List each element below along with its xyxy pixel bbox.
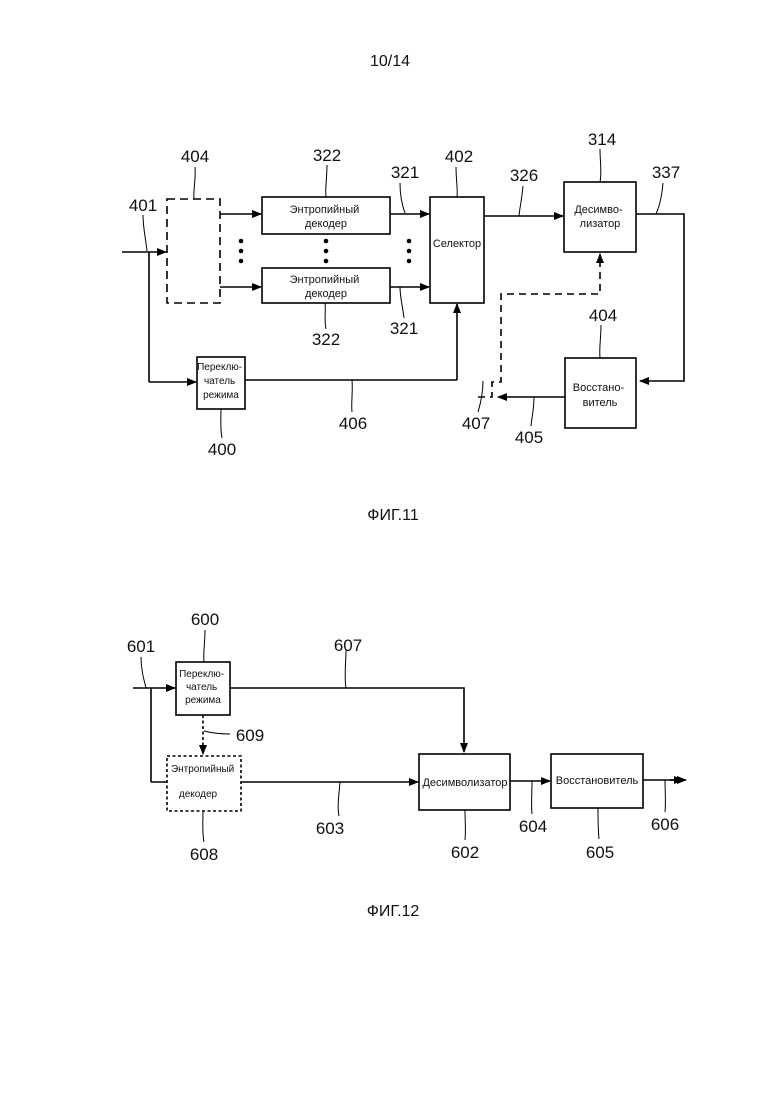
ref-407: 407 — [462, 414, 490, 433]
selector-label: Селектор — [433, 238, 481, 250]
fig12-entropy-decoder-label-2: декодер — [179, 789, 218, 800]
ref-602: 602 — [451, 843, 479, 862]
mode-switch-label-3: режима — [203, 390, 239, 401]
ref-404-top: 404 — [181, 147, 209, 166]
restorer-label-2: витель — [583, 397, 618, 409]
fig11-caption: ФИГ.11 — [367, 507, 419, 524]
entropy-decoder-bottom-label-1: Энтропийный — [290, 274, 360, 286]
fig12-entropy-decoder-label-1: Энтропийный — [171, 764, 234, 775]
ref-604: 604 — [519, 817, 547, 836]
ref-600: 600 — [191, 610, 219, 629]
svg-text:Переклю- чатель ре: Переклю- чатель режима — [179, 669, 227, 706]
mode-switch-label-2: чатель — [204, 376, 235, 387]
entropy-decoder-bottom-label-2: декодер — [305, 288, 347, 300]
desymbolizer-label-2: лизатор — [580, 218, 621, 230]
ref-605: 605 — [586, 843, 614, 862]
ref-400: 400 — [208, 440, 236, 459]
figure-11: Энтропийный декодер Энтропийный декодер … — [122, 130, 684, 524]
mode-switch-label-1: Переклю- — [197, 362, 242, 373]
ellipsis-dots — [239, 239, 412, 264]
ref-603: 603 — [316, 819, 344, 838]
figure-12: Переклю- чатель режима Энтропийный декод… — [127, 610, 686, 920]
line-337-to-restorer — [636, 214, 684, 381]
ref-322-top: 322 — [313, 146, 341, 165]
ref-405: 405 — [515, 428, 543, 447]
ref-404-right: 404 — [589, 306, 617, 325]
svg-text:Переклю- чатель ре: Переклю- чатель режима — [197, 362, 245, 401]
ref-321-bottom: 321 — [390, 319, 418, 338]
page-number: 10/14 — [370, 53, 410, 70]
ref-401: 401 — [129, 196, 157, 215]
ref-314: 314 — [588, 130, 616, 149]
demux-block-404 — [167, 199, 220, 303]
fig12-desymbolizer-label: Десимволизатор — [422, 777, 507, 789]
fig12-mode-switch-label-3: режима — [185, 695, 221, 706]
restorer-label-1: Восстано- — [573, 382, 625, 394]
ref-601: 601 — [127, 637, 155, 656]
selector-block — [430, 197, 484, 303]
entropy-decoder-top-label-2: декодер — [305, 218, 347, 230]
ref-607: 607 — [334, 636, 362, 655]
arrow-607 — [230, 688, 464, 752]
fig12-mode-switch-label-1: Переклю- — [179, 669, 224, 680]
ref-402: 402 — [445, 147, 473, 166]
ref-322-bottom: 322 — [312, 330, 340, 349]
fig12-restorer-label: Восстановитель — [556, 775, 639, 787]
ref-321-top: 321 — [391, 163, 419, 182]
ref-326: 326 — [510, 166, 538, 185]
desymbolizer-label-1: Десимво- — [574, 204, 623, 216]
ref-609: 609 — [236, 726, 264, 745]
fig12-caption: ФИГ.12 — [367, 903, 420, 920]
entropy-decoder-top-label-1: Энтропийный — [290, 204, 360, 216]
ref-608: 608 — [190, 845, 218, 864]
fig12-mode-switch-label-2: чатель — [186, 682, 217, 693]
ref-406: 406 — [339, 414, 367, 433]
ref-337: 337 — [652, 163, 680, 182]
ref-606: 606 — [651, 815, 679, 834]
desymbolizer-block — [564, 182, 636, 252]
